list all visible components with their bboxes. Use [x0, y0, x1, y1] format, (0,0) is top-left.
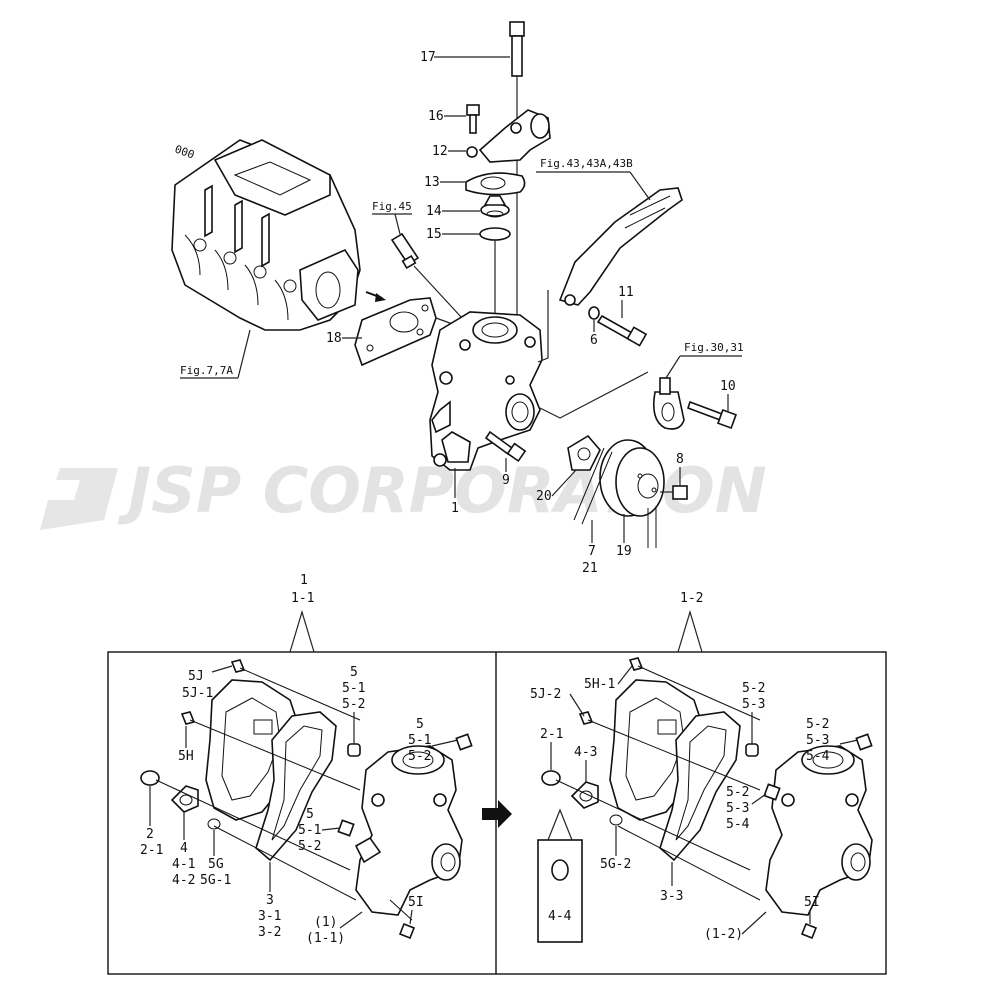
label-5-3-a: 5-3	[742, 697, 765, 712]
ref-fig30: Fig.30,31	[665, 341, 744, 379]
label-4: 4	[180, 841, 188, 856]
label-5-3-c: 5-3	[726, 801, 749, 816]
cylinder-head-illustration: 000	[171, 139, 361, 331]
gasket-18-illustration	[354, 297, 437, 367]
water-pump-1-illustration	[429, 311, 543, 471]
callout-8: 8	[676, 452, 684, 467]
callout-12: 12	[432, 144, 448, 159]
label-3-3: 3-3	[660, 889, 683, 904]
callout-16: 16	[428, 109, 444, 124]
washer-6-illustration	[588, 306, 600, 320]
svg-text:Fig.30,31: Fig.30,31	[684, 341, 744, 354]
label-5b-2: 5-2	[408, 749, 431, 764]
label-5j: 5J	[188, 669, 204, 684]
label-5-2-a: 5-2	[742, 681, 765, 696]
label-5c-1: 5-1	[298, 823, 321, 838]
label-5c: 5	[306, 807, 314, 822]
spacer-20-illustration	[567, 434, 601, 471]
callout-6: 6	[590, 333, 598, 348]
callout-21: 21	[582, 561, 598, 576]
callout-7: 7	[588, 544, 596, 559]
callout-14: 14	[426, 204, 442, 219]
label-5-4-c: 5-4	[726, 817, 750, 832]
label-5h-1: 5H-1	[584, 677, 615, 692]
label-1-paren: (1)	[314, 915, 337, 930]
label-3-2: 3-2	[258, 925, 281, 940]
thermostat-14-illustration	[480, 195, 510, 218]
callout-20: 20	[536, 489, 552, 504]
label-5-2-b: 5-2	[806, 717, 829, 732]
label-5j-1: 5J-1	[182, 686, 213, 701]
label-5a-2: 5-2	[342, 697, 365, 712]
svg-text:Fig.7,7A: Fig.7,7A	[180, 364, 233, 377]
callout-18: 18	[326, 331, 342, 346]
right-panel-header: 1-2	[680, 591, 703, 606]
callout-10: 10	[720, 379, 736, 394]
sensor-fig45-illustration	[390, 232, 463, 319]
svg-text:000: 000	[173, 143, 196, 162]
label-5-4-b: 5-4	[806, 749, 830, 764]
svg-text:Fig.43,43A,43B: Fig.43,43A,43B	[540, 157, 633, 170]
label-5g-2: 5G-2	[600, 857, 631, 872]
callout-11: 11	[618, 285, 634, 300]
label-5b-1: 5-1	[408, 733, 431, 748]
callout-19: 19	[616, 544, 632, 559]
bolt-16-illustration	[466, 104, 480, 134]
label-5g-1: 5G-1	[200, 873, 231, 888]
callout-17: 17	[420, 50, 436, 65]
gasket-13-illustration	[465, 172, 526, 196]
bolt-17-illustration	[509, 21, 525, 322]
callout-13: 13	[424, 175, 440, 190]
bolt-10-illustration	[686, 400, 737, 429]
label-4-3: 4-3	[574, 745, 597, 760]
label-3: 3	[266, 893, 274, 908]
bolt-11-illustration	[596, 314, 648, 347]
outlet-elbow-12-illustration	[466, 109, 551, 163]
label-4-4: 4-4	[548, 909, 572, 924]
label-5c-2: 5-2	[298, 839, 321, 854]
left-exploded-assembly	[140, 659, 473, 940]
label-2-1: 2-1	[140, 843, 163, 858]
svg-text:Fig.45: Fig.45	[372, 200, 412, 213]
label-5i-right: 5I	[804, 895, 820, 910]
sub-assembly-frame	[107, 651, 887, 975]
left-panel-header-1: 1	[300, 573, 308, 588]
label-5a: 5	[350, 665, 358, 680]
callout-1: 1	[451, 501, 459, 516]
right-exploded-assembly	[537, 657, 873, 943]
o-ring-15-illustration	[479, 227, 511, 241]
label-1-1-paren: (1-1)	[306, 931, 345, 946]
label-1-2-paren: (1-2)	[704, 927, 743, 942]
label-2: 2	[146, 827, 154, 842]
bolt-9-illustration	[484, 430, 527, 463]
v-belt-7-illustration	[573, 447, 657, 548]
label-4-2: 4-2	[172, 873, 195, 888]
label-4-1: 4-1	[172, 857, 195, 872]
label-5h: 5H	[178, 749, 194, 764]
ref-fig45: Fig.45	[372, 200, 412, 235]
label-5j-2: 5J-2	[530, 687, 561, 702]
ref-fig7: Fig.7,7A	[180, 329, 251, 379]
label-3-1: 3-1	[258, 909, 281, 924]
ref-fig43: Fig.43,43A,43B	[536, 157, 651, 201]
label-5i: 5I	[408, 895, 424, 910]
pulley-19-illustration	[599, 439, 665, 517]
bracket-fig43-illustration	[558, 187, 683, 306]
label-5b: 5	[416, 717, 424, 732]
label-5a-1: 5-1	[342, 681, 365, 696]
clamp-fig30-illustration	[652, 377, 685, 430]
label-2-1-right: 2-1	[540, 727, 563, 742]
callout-9: 9	[502, 473, 510, 488]
label-5g: 5G	[208, 857, 224, 872]
label-5-2-c: 5-2	[726, 785, 749, 800]
callout-15: 15	[426, 227, 442, 242]
label-5-3-b: 5-3	[806, 733, 829, 748]
arrow-right-icon	[482, 800, 512, 828]
left-panel-header-2: 1-1	[291, 591, 314, 606]
